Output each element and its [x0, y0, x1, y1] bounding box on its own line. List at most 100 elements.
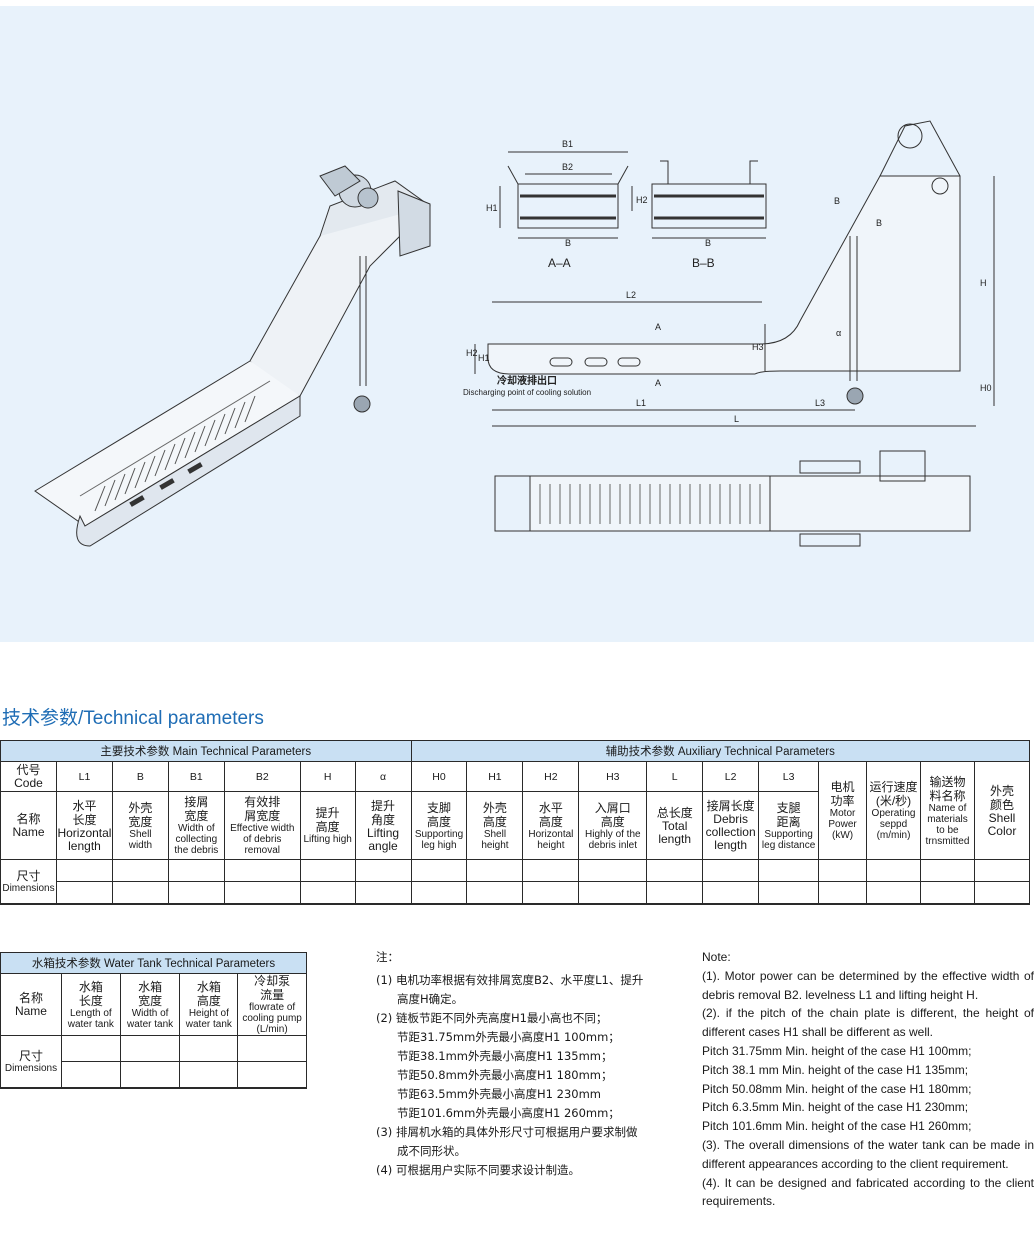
code-cell: B: [111, 761, 169, 792]
note-cn-line: (3) 排屑机水箱的具体外形尺寸可根据用户要求制做: [376, 1125, 638, 1139]
code-cell: H3: [578, 761, 648, 792]
note-en-p2: (2). if the pitch of the chain plate is …: [702, 1006, 1034, 1040]
label-l3: L3: [815, 398, 825, 408]
notes-english: Note: (1). Motor power can be determined…: [702, 948, 1034, 1211]
label-h1: H1: [478, 353, 490, 363]
code-cell: α: [354, 761, 412, 792]
label-h: H: [980, 278, 987, 288]
notes-chinese: 注： (1) 电机功率根据有效排屑宽度B2、水平度L1、提升 高度H确定。 (2…: [376, 948, 676, 1180]
code-cell: L: [646, 761, 704, 792]
note-en-p1: (1). Motor power can be determined by th…: [702, 968, 1034, 1002]
note-cn-line: (1) 电机功率根据有效排屑宽度B2、水平度L1、提升: [376, 973, 644, 987]
label-l2: L2: [626, 290, 636, 300]
label-h3: H3: [752, 342, 764, 352]
note-en-pitch: Pitch 38.1 mm Min. height of the case H1…: [702, 1062, 969, 1077]
main-parameters-table: 主要技术参数 Main Technical Parameters 辅助技术参数 …: [0, 740, 1031, 905]
label-h0: H0: [980, 383, 992, 393]
code-cell: L3: [758, 761, 820, 792]
code-cell: H0: [410, 761, 468, 792]
notes-cn-title: 注：: [376, 950, 399, 964]
code-cell: H1: [466, 761, 524, 792]
label-b1: B1: [562, 139, 573, 149]
note-cn-line: 节距50.8mm外壳最小高度H1 180mm；: [397, 1068, 613, 1082]
note-cn-line: 节距101.6mm外壳最小高度H1 260mm；: [397, 1106, 620, 1120]
note-en-pitch: Pitch 31.75mm Min. height of the case H1…: [702, 1043, 972, 1058]
section-title: 技术参数/Technical parameters: [2, 708, 264, 729]
code-cell: L2: [702, 761, 760, 792]
label-b-bb: B: [705, 238, 711, 248]
note-cn-line: 节距31.75mm外壳最小高度H1 100mm；: [397, 1030, 620, 1044]
discharge-label-en: Discharging point of cooling solution: [463, 388, 591, 397]
main-header: 主要技术参数 Main Technical Parameters: [0, 740, 412, 762]
note-en-pitch: Pitch 50.08mm Min. height of the case H1…: [702, 1081, 972, 1096]
label-b2: B2: [562, 162, 573, 172]
section-bb-drawing: [651, 160, 767, 239]
notes-en-title: Note:: [702, 950, 731, 964]
note-cn-line: 成不同形状。: [397, 1144, 466, 1158]
water-tank-header: 水箱技术参数 Water Tank Technical Parameters: [0, 952, 307, 974]
discharge-label-cn: 冷却液排出口: [497, 374, 557, 387]
aux-header: 辅助技术参数 Auxiliary Technical Parameters: [410, 740, 1031, 762]
section-aa-label: A–A: [548, 256, 571, 270]
code-cell: H: [299, 761, 356, 792]
label-l: L: [734, 414, 739, 424]
label-a-top: A: [655, 322, 661, 332]
note-cn-line: 节距63.5mm外壳最小高度H1 230mm: [397, 1087, 601, 1101]
note-en-p4: (4). It can be designed and fabricated a…: [702, 1175, 1034, 1209]
label-l1: L1: [636, 398, 646, 408]
label-b-mark-1: B: [834, 196, 840, 206]
label-alpha: α: [836, 328, 841, 338]
label-a-bottom: A: [655, 378, 661, 388]
label-b-mark-2: B: [876, 218, 882, 228]
note-cn-line: (2) 链板节距不同外壳高度H1最小高也不同；: [376, 1011, 608, 1025]
extra-col-speed: 运行速度 (米/秒)Operating seppd (m/min): [866, 761, 921, 860]
code-cell: B1: [167, 761, 225, 792]
conveyor-drawing: B1 B2 B B H1 H2 A–A B–B L2 L1 L3 L H H0 …: [34, 120, 995, 547]
note-en-p3: (3). The overall dimensions of the water…: [702, 1137, 1034, 1171]
code-cell: L1: [55, 761, 113, 792]
side-elevation-drawing: [474, 120, 995, 427]
code-cell: H2: [522, 761, 580, 792]
label-h1-section: H1: [486, 203, 498, 213]
water-tank-table: 水箱技术参数 Water Tank Technical Parameters 名…: [0, 952, 307, 1089]
note-en-pitch: Pitch 6.3.5mm Min. height of the case H1…: [702, 1100, 969, 1115]
note-cn-line: (4) 可根据用户实际不同要求设计制造。: [376, 1163, 580, 1177]
technical-drawing-panel: B1 B2 B B H1 H2 A–A B–B L2 L1 L3 L H H0 …: [0, 6, 1034, 642]
top-view-drawing: [494, 450, 971, 547]
code-cell: B2: [223, 761, 301, 792]
note-cn-line: 高度H确定。: [397, 992, 464, 1006]
note-en-pitch: Pitch 101.6mm Min. height of the case H1…: [702, 1119, 972, 1134]
label-h2-section: H2: [636, 195, 648, 205]
label-h2: H2: [466, 348, 478, 358]
section-aa-drawing: [499, 151, 633, 239]
isometric-conveyor-illustration: [34, 165, 431, 547]
label-b-aa: B: [565, 238, 571, 248]
note-cn-line: 节距38.1mm外壳最小高度H1 135mm；: [397, 1049, 613, 1063]
section-bb-label: B–B: [692, 256, 715, 270]
